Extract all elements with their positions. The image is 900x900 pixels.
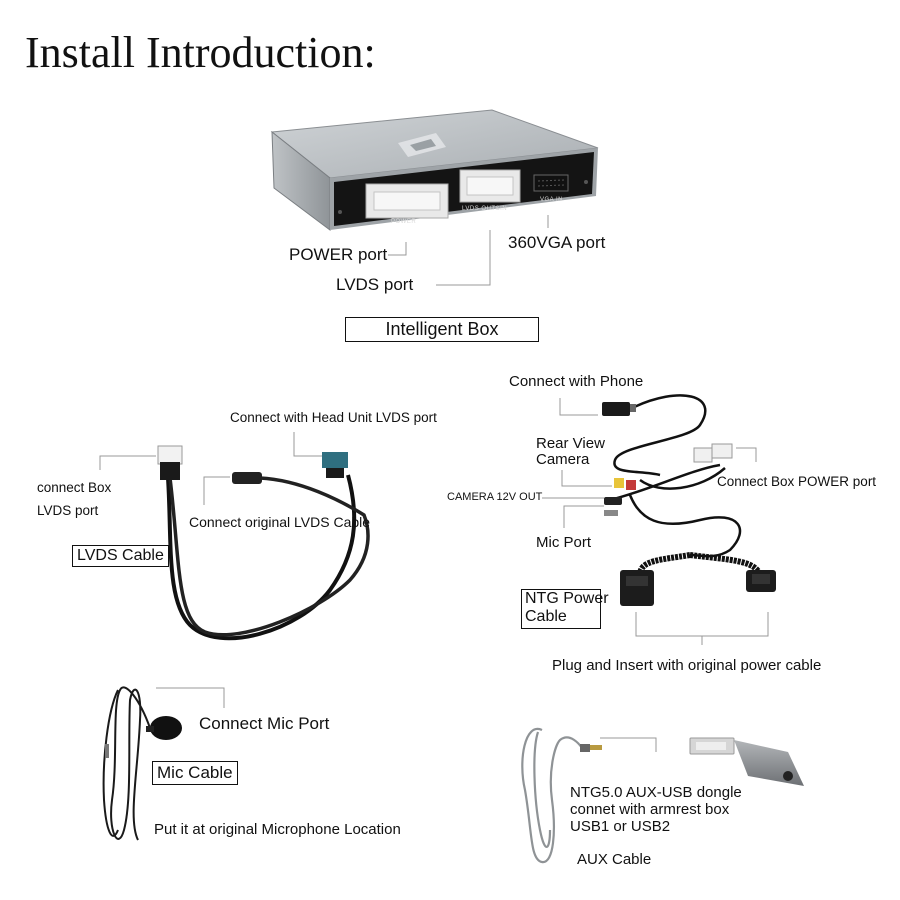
box-leader-lines — [388, 215, 549, 286]
aux-leader-lines — [600, 737, 657, 752]
ntg-leader-lines — [542, 398, 769, 645]
intelligent-box-caption: Intelligent Box — [345, 317, 539, 342]
ntg-power-cable — [602, 394, 776, 606]
original-lvds-callout: Connect original LVDS Cable — [189, 514, 371, 530]
ntg-harness-connector-right — [746, 570, 776, 592]
plug-insert-callout: Plug and Insert with original power cabl… — [552, 657, 822, 674]
mic-leader-lines — [156, 687, 225, 708]
power-port-callout: POWER port — [289, 245, 388, 264]
aux-cable — [521, 727, 602, 864]
aux-cable-caption: AUX Cable — [577, 851, 652, 868]
lvds-port: LVDS OUT&IN — [459, 169, 521, 212]
head-unit-lvds-callout: Connect with Head Unit LVDS port — [230, 410, 437, 425]
mic-head — [146, 716, 182, 740]
vga-port-callout: 360VGA port — [508, 233, 606, 252]
lvds-original-connector — [232, 472, 262, 484]
camera-rca-connectors — [604, 478, 636, 516]
mic-port-callout: Mic Port — [536, 534, 592, 551]
lvds-port-callout: LVDS port — [336, 275, 414, 294]
box-power-connector — [693, 443, 733, 463]
mic-cable — [102, 686, 182, 841]
rear-view-callout-line2: Camera — [536, 451, 590, 468]
vga-port-label: VGA IN — [540, 197, 563, 203]
mic-location-callout: Put it at original Microphone Location — [154, 821, 401, 838]
box-lvds-callout-line1: connect Box — [37, 480, 112, 495]
box-power-callout: Connect Box POWER port — [717, 474, 877, 489]
dongle-callout-line1: NTG5.0 AUX-USB dongle — [570, 784, 742, 801]
page-title: Install Introduction: — [25, 28, 376, 77]
brand-logo-icon — [398, 133, 446, 157]
lvds-leader-lines — [99, 432, 322, 505]
power-port: POWER — [365, 183, 449, 225]
lvds-box-connector — [157, 445, 183, 480]
ntg-power-cable-caption: NTG Power Cable — [521, 589, 609, 629]
lvds-cable-caption: LVDS Cable — [72, 545, 169, 567]
vga-port: VGA IN — [533, 174, 569, 203]
ntg-caption-line1: NTG Power — [525, 590, 609, 607]
connect-mic-callout: Connect Mic Port — [199, 714, 330, 733]
phone-callout: Connect with Phone — [509, 373, 644, 390]
aux-jack-plug — [580, 744, 602, 752]
lvds-cable — [157, 445, 370, 641]
lvds-port-label: LVDS OUT&IN — [462, 206, 507, 212]
lvds-head-unit-connector — [322, 452, 348, 478]
dongle-callout-line2: connet with armrest box — [570, 801, 730, 818]
camera-12v-callout: CAMERA 12V OUT — [447, 491, 543, 503]
ntg-harness-connector-left — [620, 570, 654, 606]
box-lvds-callout-line2: LVDS port — [37, 503, 99, 518]
aux-usb-dongle — [689, 737, 804, 786]
mic-plug — [105, 744, 109, 758]
ntg-caption-line2: Cable — [525, 608, 567, 625]
rear-view-callout-line1: Rear View — [536, 435, 605, 452]
intelligent-box-device: POWER LVDS OUT&IN VGA IN — [270, 109, 599, 231]
power-port-label: POWER — [391, 219, 416, 225]
dongle-callout-line3: USB1 or USB2 — [570, 818, 671, 835]
mic-cable-caption: Mic Cable — [152, 761, 238, 785]
phone-usb-connector — [602, 402, 636, 416]
